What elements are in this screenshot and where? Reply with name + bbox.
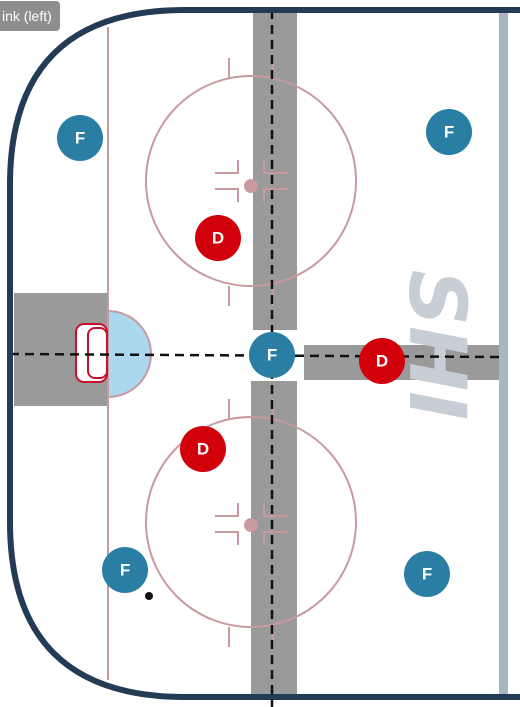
player-defense[interactable]: D (195, 215, 241, 261)
goal-net (75, 323, 108, 383)
player-label: F (422, 565, 432, 584)
lane-strip-top (253, 10, 297, 330)
player-label: F (75, 129, 85, 148)
player-defense[interactable]: D (359, 338, 405, 384)
player-label: D (197, 440, 209, 459)
blue-line (499, 10, 508, 697)
player-forward[interactable]: F (249, 332, 295, 378)
player-label: F (444, 123, 454, 142)
player-forward[interactable]: F (102, 547, 148, 593)
rink-boards (7, 7, 520, 700)
puck[interactable] (145, 592, 153, 600)
player-defense[interactable]: D (180, 426, 226, 472)
player-label: F (267, 346, 277, 365)
player-forward[interactable]: F (426, 109, 472, 155)
player-forward[interactable]: F (404, 551, 450, 597)
player-forward[interactable]: F (57, 115, 103, 161)
player-label: F (120, 561, 130, 580)
lane-strip-bottom (251, 381, 297, 697)
player-label: D (376, 352, 388, 371)
watermark-logo: SHI (391, 270, 481, 420)
player-label: D (212, 229, 224, 248)
rink-view-label: ink (left) (0, 1, 60, 31)
goal-crease (107, 309, 152, 399)
